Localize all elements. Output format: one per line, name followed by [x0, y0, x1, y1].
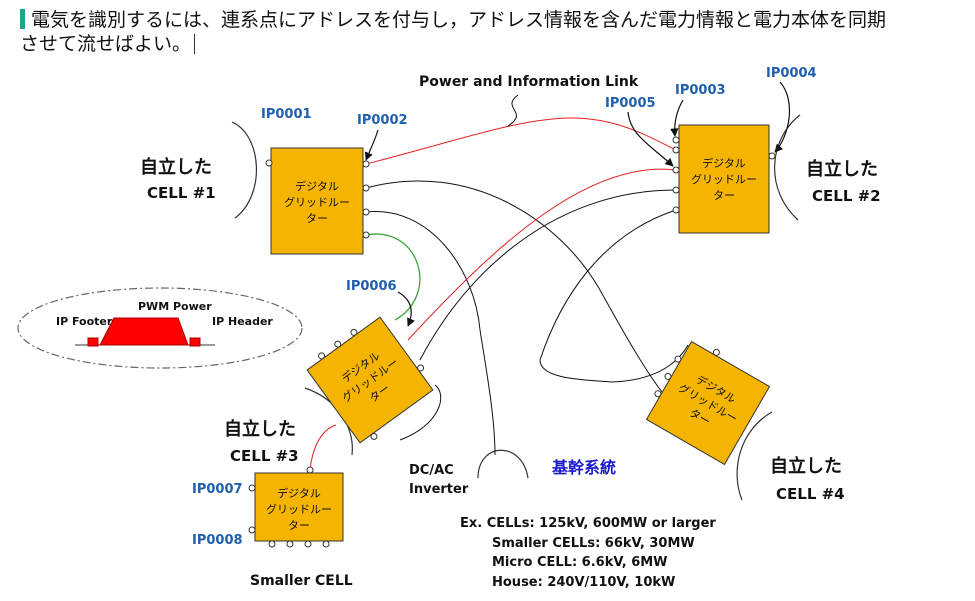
router-cell3: デジタル グリッドルー ター — [306, 316, 434, 444]
ip0006-arrow — [397, 291, 415, 327]
headline-line2: させて流せばよい。 — [20, 33, 192, 55]
example-line4: House: 240V/110V, 10kW — [492, 575, 675, 590]
cell1-title: 自立した — [140, 156, 212, 178]
router-cell4: デジタル グリッドルー ター — [645, 340, 771, 466]
ip-footer-block — [87, 337, 99, 347]
smaller-cell-label: Smaller CELL — [250, 573, 353, 589]
ip0004-arrow — [774, 81, 791, 153]
cell3-name: CELL #3 — [230, 447, 299, 465]
example-line2: Smaller CELLs: 66kV, 30MW — [492, 536, 695, 551]
router5-line2: グリッドルー — [266, 502, 332, 516]
headline-line1: 電気を識別するには、連系点にアドレスを付与し，アドレス情報を含んだ電力情報と電力… — [31, 9, 887, 31]
link-r3-small-red — [309, 424, 337, 471]
ip-header-label: IP Header — [212, 315, 273, 328]
router1-line3: ター — [306, 212, 328, 225]
ip0003-label: IP0003 — [675, 83, 726, 98]
cell3-title: 自立した — [224, 418, 296, 440]
pwm-power-label: PWM Power — [138, 300, 212, 313]
link-r3-inverter — [399, 384, 442, 441]
packet-ellipse — [17, 287, 303, 369]
router2-line1: デジタル — [702, 156, 746, 170]
example-line1: Ex. CELLs: 125kV, 600MW or larger — [460, 516, 716, 531]
router5-line3: ター — [288, 519, 310, 532]
ip0005-label: IP0005 — [605, 96, 656, 111]
ip0006-label: IP0006 — [346, 279, 397, 294]
cell1-boundary — [231, 121, 257, 219]
cell1-name: CELL #1 — [147, 184, 216, 202]
link-label: Power and Information Link — [419, 74, 639, 90]
link-r1-r3-green — [365, 233, 421, 321]
text-cursor — [194, 34, 196, 54]
link-r1-r4 — [365, 180, 663, 393]
router1-line2: グリッドルー — [284, 195, 350, 209]
link-r2-r4 — [539, 209, 689, 383]
router2-line3: ター — [713, 189, 735, 202]
ip0005-arrow — [627, 111, 674, 167]
ip0004-label: IP0004 — [766, 66, 817, 81]
headline: 電気を識別するには、連系点にアドレスを付与し，アドレス情報を含んだ電力情報と電力… — [20, 8, 965, 56]
cell2-title: 自立した — [806, 158, 878, 180]
cell4-title: 自立した — [770, 455, 842, 477]
accent-bar — [20, 9, 25, 29]
link-r2-r3 — [419, 189, 677, 361]
ip0002-label: IP0002 — [357, 113, 408, 128]
backbone-boundary — [477, 449, 529, 479]
router5-line1: デジタル — [277, 486, 321, 500]
link-r1-backbone — [365, 211, 496, 456]
inverter-label-line1: DC/AC — [409, 463, 454, 478]
router1-line1: デジタル — [295, 179, 339, 193]
router-small-cell: デジタル グリッドルー ター — [248, 466, 344, 548]
ip0001-label: IP0001 — [261, 107, 312, 122]
router-cell1: デジタル グリッドルー ター — [265, 147, 370, 255]
pwm-power-shape — [99, 317, 189, 346]
link-label-pointer — [507, 94, 519, 127]
ip-footer-label: IP Footer — [56, 315, 113, 328]
backbone-label: 基幹系統 — [551, 458, 616, 477]
link-r1-r2-red — [365, 117, 677, 165]
ip0008-label: IP0008 — [192, 533, 243, 548]
cell4-boundary — [736, 411, 773, 501]
example-line3: Micro CELL: 6.6kV, 6MW — [492, 555, 668, 570]
ip-header-block — [189, 337, 201, 347]
cell2-name: CELL #2 — [812, 187, 881, 205]
cell4-name: CELL #4 — [776, 485, 845, 503]
inverter-label-line2: Inverter — [409, 482, 469, 497]
router2-line2: グリッドルー — [691, 172, 757, 186]
ip0002-arrow — [364, 129, 379, 161]
ip0003-arrow — [670, 99, 684, 137]
link-r2-r3-red — [407, 168, 677, 341]
ip0007-label: IP0007 — [192, 482, 243, 497]
cell2-boundary — [774, 114, 801, 221]
router-cell2: デジタル グリッドルー ター — [672, 124, 776, 234]
